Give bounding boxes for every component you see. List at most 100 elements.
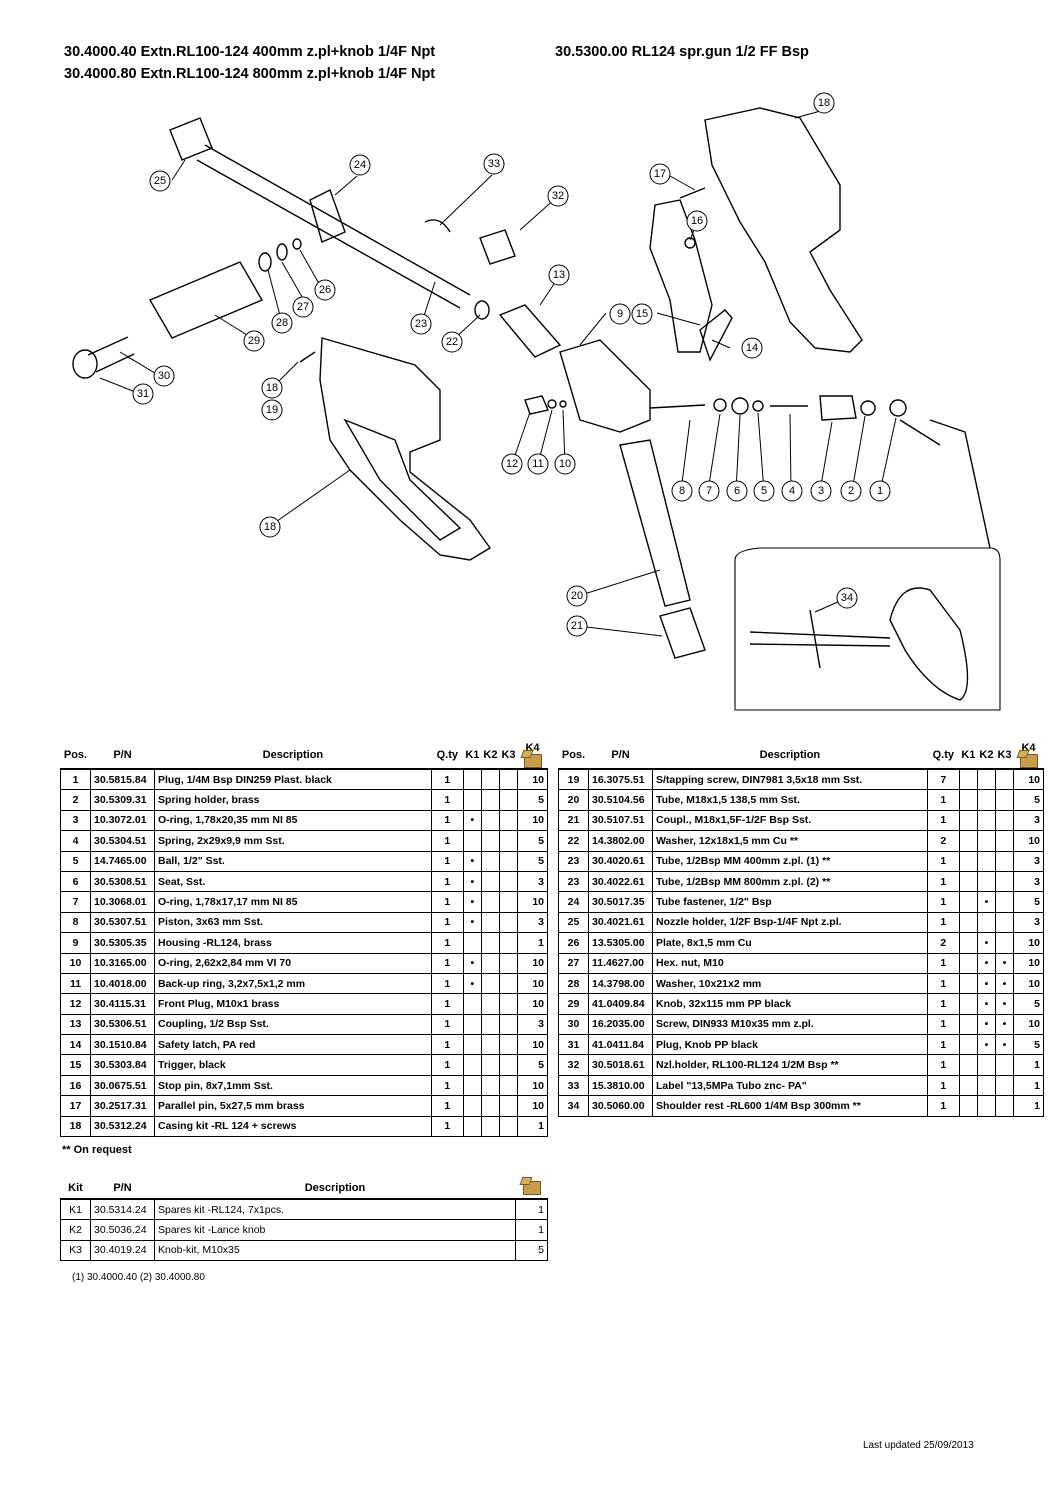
cell-k1 [958, 850, 978, 872]
cell-desc: Ball, 1/2" Sst. [154, 850, 432, 872]
cell-desc: Spring, 2x29x9,9 mm Sst. [154, 830, 432, 852]
cell-k2 [480, 952, 500, 974]
callout-label: 15 [636, 308, 648, 320]
cell-k3 [498, 911, 519, 934]
cell-qty: 1 [926, 1054, 960, 1076]
cell-k3 [498, 768, 519, 791]
cell-pn: 41.0411.84 [588, 1034, 653, 1056]
cell-desc: Tube, 1/2Bsp MM 400mm z.pl. (1) ** [652, 850, 928, 872]
callout-circle [698, 480, 720, 502]
cell-k3 [498, 1034, 519, 1056]
cell-k3: • [994, 1013, 1015, 1036]
cell-k1 [462, 789, 482, 811]
cell-qty: 1 [430, 830, 464, 852]
callout-label: 4 [789, 485, 795, 497]
cell-qty: 1 [430, 850, 464, 872]
cell-pos: 8 [60, 911, 91, 934]
cell-desc: Coupl., M18x1,5F-1/2F Bsp Sst. [652, 809, 928, 832]
cell-k2 [976, 809, 996, 832]
cell-box: 5 [517, 789, 548, 811]
header-line1-right: 30.5300.00 RL124 spr.gun 1/2 FF Bsp [555, 44, 809, 60]
cell-k1 [958, 1095, 978, 1117]
cell-k1 [958, 1013, 978, 1036]
callout-circle [836, 587, 858, 609]
callout-label: 18 [266, 382, 278, 394]
cell-qty: 1 [926, 1034, 960, 1056]
cell-pn: 30.5017.35 [588, 891, 653, 913]
cell-box: 10 [517, 891, 548, 913]
cell-pos: 20 [558, 789, 589, 811]
cell-k1: • [462, 870, 482, 893]
cell-k3: • [994, 952, 1015, 974]
callout-circle [271, 312, 293, 334]
callout-label: 24 [354, 159, 366, 171]
cell-box: 3 [517, 870, 548, 893]
cell-k3 [498, 932, 519, 954]
callout-circle [243, 330, 265, 352]
cell-k1 [958, 830, 978, 852]
cell-pos: 31 [558, 1034, 589, 1056]
cell-box: 5 [1013, 789, 1044, 811]
cell-pos: 4 [60, 830, 91, 852]
cell-k3: • [994, 993, 1015, 1015]
cell-k3 [498, 1074, 519, 1097]
callout-label: 21 [571, 620, 583, 632]
col-pn: P/N [90, 1178, 155, 1200]
footnote: (1) 30.4000.40 (2) 30.4000.80 [72, 1272, 205, 1283]
callout-label: 13 [553, 269, 565, 281]
cell-k1 [958, 768, 978, 791]
callout-circle [753, 480, 775, 502]
cell-qty: 1 [926, 1013, 960, 1036]
cell-k1: • [462, 891, 482, 913]
col-qty: Q.ty [927, 742, 960, 770]
cell-k3 [498, 952, 519, 974]
cell-pos: 23 [558, 850, 589, 872]
cell-pn: 30.5307.51 [90, 911, 155, 934]
cell-pn: 30.5304.51 [90, 830, 155, 852]
cell-k3 [994, 768, 1015, 791]
cell-k2 [976, 1074, 996, 1097]
cell-desc: Plug, Knob PP black [652, 1034, 928, 1056]
cell-pn: 30.4020.61 [588, 850, 653, 872]
cell-box: 10 [1013, 1013, 1044, 1036]
callout-circle [609, 303, 631, 325]
cell-pn: 16.2035.00 [588, 1013, 653, 1036]
cell-pn: 30.5314.24 [90, 1198, 155, 1221]
last-updated: Last updated 25/09/2013 [863, 1440, 974, 1451]
cell-box: 10 [517, 993, 548, 1015]
cell-pn: 30.2517.31 [90, 1095, 155, 1117]
cell-k1 [462, 768, 482, 791]
callout-label: 32 [552, 190, 564, 202]
cell-k2: • [976, 993, 996, 1015]
cell-k3 [498, 993, 519, 1015]
cell-kit: K3 [60, 1239, 91, 1262]
cell-qty: 1 [926, 850, 960, 872]
cell-box: 1 [517, 932, 548, 954]
callout-label: 16 [691, 215, 703, 227]
callout-circle [501, 453, 523, 475]
col-pn: P/N [588, 742, 653, 770]
cell-k2 [976, 911, 996, 934]
cell-pos: 21 [558, 809, 589, 832]
cell-desc: Trigger, black [154, 1054, 432, 1076]
col-kit: Kit [60, 1178, 91, 1200]
cell-pos: 5 [60, 850, 91, 872]
col-qty: Q.ty [431, 742, 464, 770]
callout-label: 11 [532, 458, 543, 470]
cell-desc: Piston, 3x63 mm Sst. [154, 911, 432, 934]
callout-circle [566, 615, 588, 637]
callout-circle [781, 480, 803, 502]
cell-desc: Nzl.holder, RL100-RL124 1/2M Bsp ** [652, 1054, 928, 1076]
cell-k1: • [462, 911, 482, 934]
cell-k1 [958, 891, 978, 913]
cell-k2 [480, 1034, 500, 1056]
box-icon [522, 1181, 541, 1195]
cell-box: 3 [517, 1013, 548, 1036]
cell-pos: 29 [558, 993, 589, 1015]
